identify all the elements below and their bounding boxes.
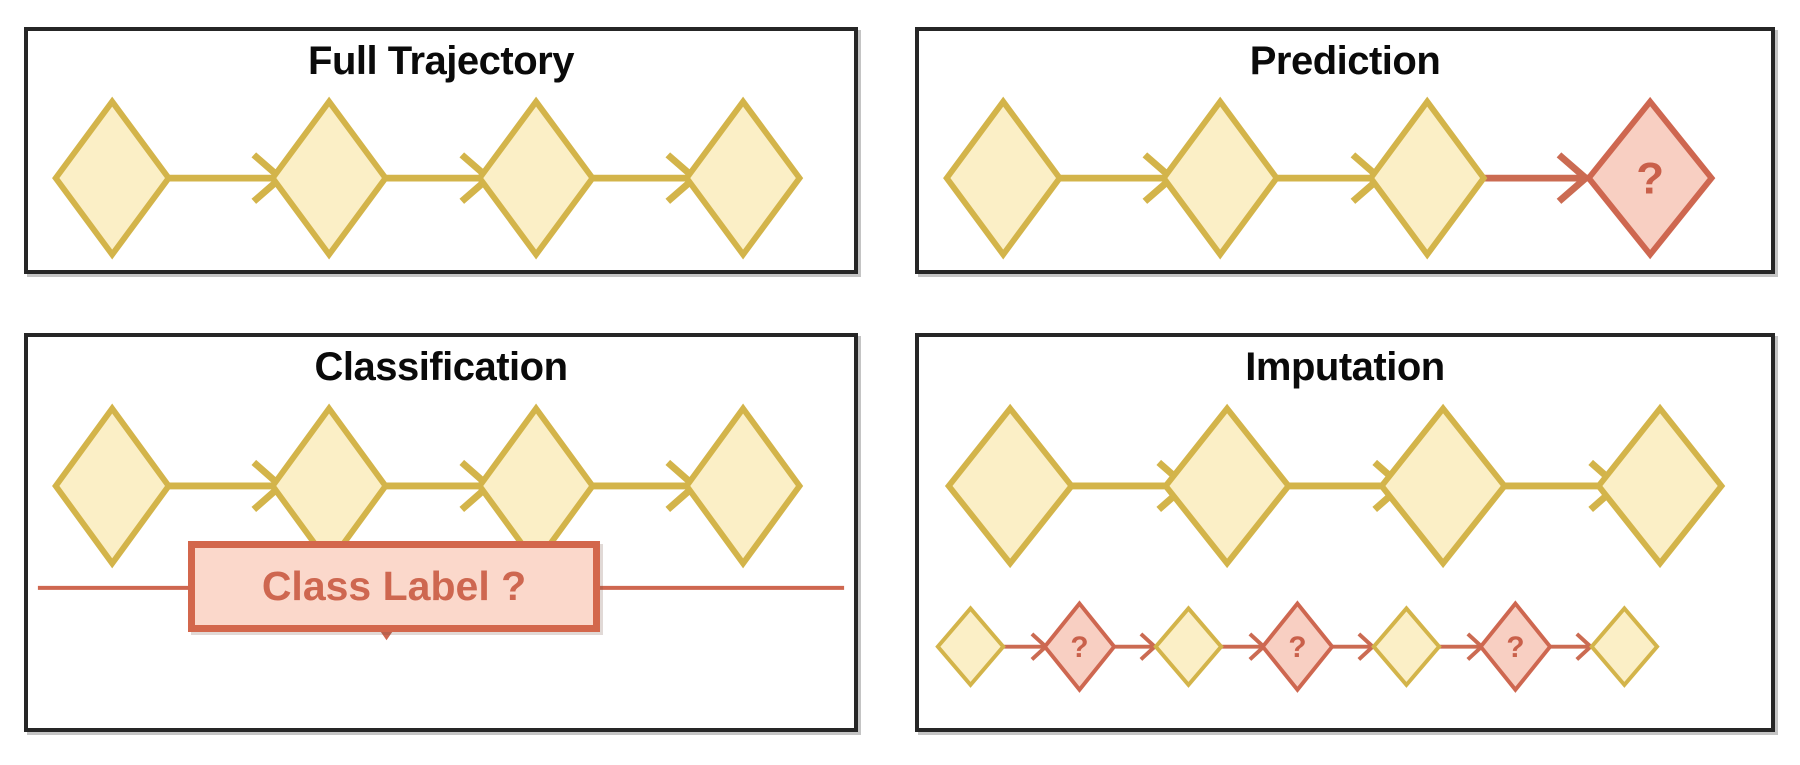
state-node-observed — [1594, 403, 1726, 569]
state-node-observed — [1161, 403, 1293, 569]
state-node-observed — [944, 403, 1076, 569]
panel-title-imputation: Imputation — [1245, 345, 1445, 389]
state-node-observed — [935, 605, 1006, 688]
state-node-observed — [1371, 605, 1442, 688]
class-label-box[interactable]: Class Label ? — [188, 541, 600, 632]
state-node-observed — [1367, 96, 1488, 260]
state-node-observed — [943, 96, 1064, 260]
state-node-observed — [1589, 605, 1660, 688]
flow-diagram-prediction: ? — [943, 96, 1716, 260]
state-node-observed — [52, 403, 173, 569]
state-node-observed — [682, 403, 804, 569]
state-node-observed — [1377, 403, 1509, 569]
state-node-missing — [1584, 96, 1716, 260]
state-node-missing-label: ? — [1636, 153, 1664, 203]
panel-title-classification: Classification — [314, 345, 568, 389]
class-label-text: Class Label ? — [261, 563, 527, 609]
panel-title-full-trajectory: Full Trajectory — [308, 39, 574, 83]
flow-diagram-classification — [37, 403, 845, 641]
state-node-observed — [475, 96, 597, 260]
panel-classification: Classification — [24, 333, 858, 732]
flow-diagram-full-trajectory — [52, 96, 804, 260]
state-node-observed — [1160, 96, 1281, 260]
state-node-missing-label: ? — [1288, 631, 1306, 664]
state-node-missing-label: ? — [1070, 631, 1088, 664]
state-node-observed — [682, 96, 804, 260]
panel-prediction: Prediction — [915, 27, 1775, 274]
flow-diagram-imputation: ? ? ? — [935, 403, 1726, 693]
state-node-observed — [52, 96, 173, 260]
panel-imputation: Imputation — [915, 333, 1775, 732]
panel-full-trajectory: Full Trajectory — [24, 27, 858, 274]
state-node-missing — [1042, 600, 1117, 693]
state-node-observed — [268, 96, 390, 260]
state-node-missing — [1478, 600, 1553, 693]
state-node-missing-label: ? — [1506, 631, 1524, 664]
state-node-missing — [1260, 600, 1335, 693]
panel-title-prediction: Prediction — [1249, 39, 1441, 83]
state-node-observed — [1153, 605, 1224, 688]
